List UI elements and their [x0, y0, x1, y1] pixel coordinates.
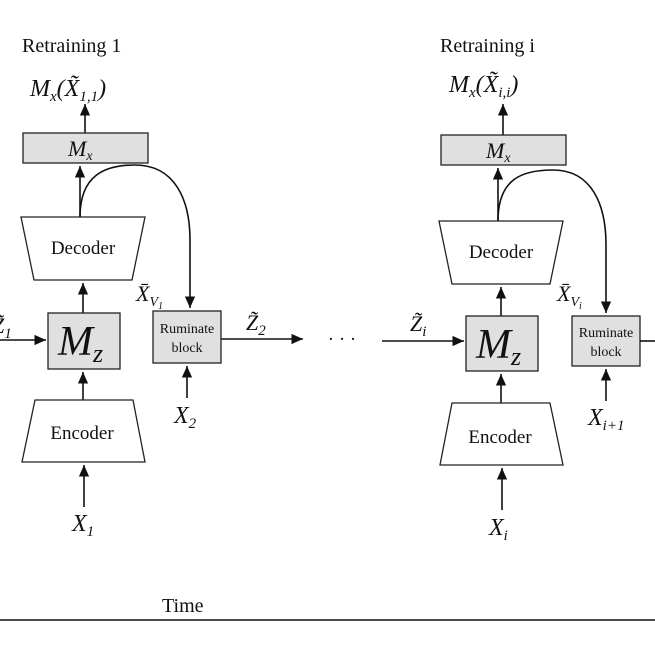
- stage-i-mx-box: [440, 134, 567, 166]
- stage-1-decoder: [20, 216, 146, 281]
- stage-i-encoder: [439, 402, 564, 466]
- stage-i-title: Retraining i: [440, 35, 535, 57]
- stage-1-left-edge-label: Z̃1: [0, 313, 12, 342]
- stage-i-decoder: [438, 220, 564, 285]
- stage-1-mx-box: [22, 132, 149, 164]
- stage-1-ruminate-output-label: Z̃2: [246, 310, 266, 339]
- stage-i-left-edge-label: Z̃i: [410, 311, 426, 340]
- stage-1-decoder-label: Decoder: [51, 238, 116, 259]
- stage-1-title: Retraining 1: [22, 35, 121, 57]
- stage-1-mz-box: [47, 312, 121, 370]
- stage-1-ruminate-line1: Ruminate: [160, 322, 214, 337]
- stage-1-ruminate-line2: block: [171, 341, 202, 356]
- time-label: Time: [162, 595, 204, 617]
- stage-i-ruminate-line1: Ruminate: [579, 326, 633, 341]
- stage-i-ruminate-line2: block: [590, 345, 621, 360]
- stage-1-xbar-label: X̄V1: [135, 281, 163, 312]
- stage-i-output-label: Mx(X̃i,i): [448, 71, 518, 101]
- stage-i-mz-label: Mz: [475, 322, 521, 371]
- stage-1-encoder: [21, 399, 146, 463]
- stage-1-input-label: X1: [71, 511, 94, 540]
- ellipsis: · · ·: [328, 329, 356, 350]
- stage-i-ruminate-input-label: Xi+1: [587, 405, 624, 434]
- stage-1-ruminate-input-label: X2: [173, 403, 197, 432]
- stage-i-xbar-label: X̄Vi: [556, 281, 582, 312]
- stage-1-mx-label: Mx: [67, 136, 93, 164]
- stage-i-encoder-label: Encoder: [468, 427, 532, 448]
- arrow-decoder-to-ruminate: [79, 164, 196, 308]
- stage-1-ruminate-block: [152, 310, 222, 364]
- stage-i-decoder-label: Decoder: [469, 242, 534, 263]
- stage-i-ruminate-block: [571, 315, 641, 367]
- stage-1: Retraining 1 Mx(X̃1,1) Mx Decoder Mz Z̃1: [0, 35, 303, 540]
- stage-i-input-label: Xi: [488, 515, 508, 544]
- arrow-decoder-i-to-ruminate: [497, 169, 612, 313]
- stage-1-output-label: Mx(X̃1,1): [29, 75, 106, 105]
- stage-1-encoder-label: Encoder: [50, 423, 114, 444]
- stage-i: Retraining i Mx(X̃i,i) Mx Decoder Mz Z̃i…: [382, 35, 655, 544]
- stage-i-mx-label: Mx: [485, 138, 511, 166]
- stage-i-mz-box: [465, 315, 539, 372]
- stage-1-mz-label: Mz: [57, 319, 103, 368]
